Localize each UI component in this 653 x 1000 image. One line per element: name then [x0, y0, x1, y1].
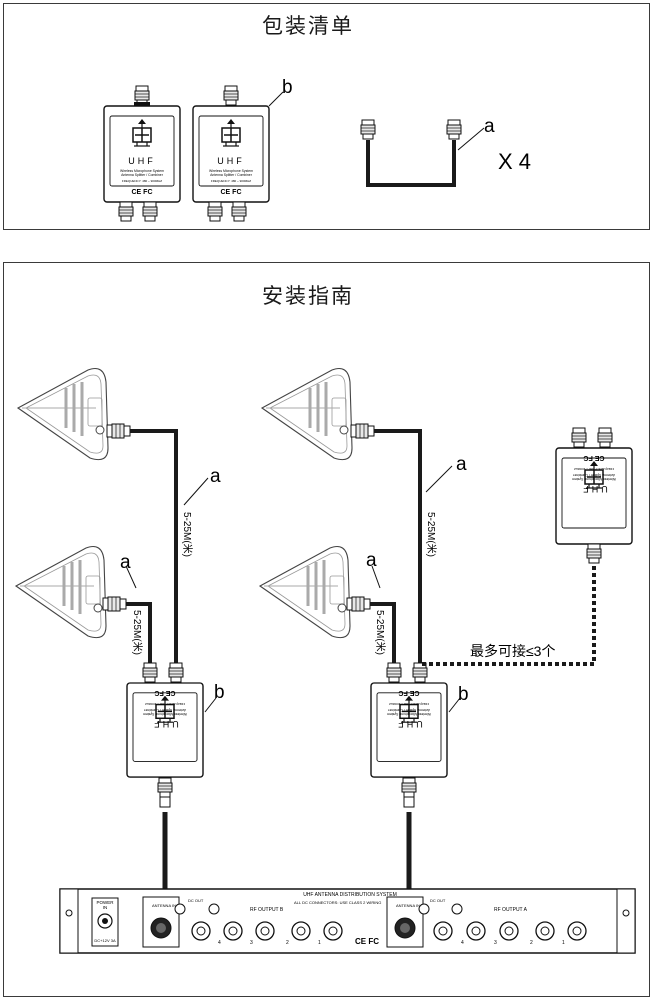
splitter-brand: UHF [217, 156, 245, 166]
port-number: 2 [286, 940, 289, 946]
rack-subtitle: ALL DC CONNECTORS: USE CLASS 2 WIRING [294, 900, 381, 905]
splitter-line3: FREQUENCY: 480 ~ 900MHZ [211, 179, 251, 183]
port-number: 4 [218, 940, 221, 946]
splitter-line1: Wireless Microphone System [387, 712, 431, 716]
splitter-marks: CE FC [399, 689, 420, 696]
install-splitter-left: UHF Wireless Microphone System Antenna S… [126, 662, 204, 808]
splitter-line2: Antenna Splitter / Combiner [572, 473, 615, 477]
splitter-brand: UHF [151, 719, 179, 729]
installation-guide-title: 安装指南 [262, 284, 354, 308]
cascade-cable [422, 566, 596, 666]
splitter-line3: FREQUENCY: 480 ~ 900MHZ [389, 702, 429, 706]
dc-out-label: DC OUT [188, 898, 204, 903]
splitter-line1: Wireless Microphone System [143, 712, 187, 716]
cable-length-label: 5-25M(米) [374, 610, 387, 655]
splitter-line1: Wireless Microphone System [209, 169, 253, 173]
splitter-marks: CE FC [132, 189, 153, 196]
antenna-in-a-label: ANTENNA IN A [396, 903, 424, 908]
dc-rating: DC+12V 3A [94, 938, 116, 943]
label-b: b [282, 77, 293, 98]
quantity-label: X 4 [498, 149, 531, 174]
antenna-left-top [16, 367, 110, 462]
port-number: 1 [318, 940, 321, 946]
rack-marks: CE FC [355, 937, 379, 946]
label-a: a [456, 454, 467, 475]
rf-output-b-ports [191, 921, 343, 941]
cable-length-label: 5-25M(米) [131, 610, 144, 655]
rack-title: UHF ANTENNA DISTRIBUTION SYSTEM [303, 892, 397, 898]
rf-output-b-label: RF OUTPUT B [250, 907, 284, 913]
splitter-brand: UHF [395, 719, 423, 729]
leader-line [125, 565, 137, 589]
cascade-note: 最多可接≤3个 [470, 643, 555, 659]
label-a: a [210, 466, 221, 487]
cable-right-long [374, 429, 422, 664]
leader-line [268, 91, 284, 107]
label-a: a [484, 116, 495, 137]
splitter-line3: FREQUENCY: 480 ~ 900MHZ [122, 179, 162, 183]
port-number: 1 [562, 940, 565, 946]
port-number: 3 [494, 940, 497, 946]
rf-output-a-label: RF OUTPUT A [494, 907, 528, 913]
leader-line [457, 127, 485, 151]
packing-splitter-1: UHF Wireless Microphone System Antenna S… [103, 85, 181, 222]
port-number: 3 [250, 940, 253, 946]
splitter-line3: FREQUENCY: 480 ~ 900MHZ [574, 467, 614, 471]
cable-right-short [370, 602, 396, 664]
antenna-left-bottom [14, 545, 108, 640]
label-b: b [458, 684, 469, 705]
splitter-line2: Antenna Splitter / Combiner [143, 708, 186, 712]
cable-left-short [126, 602, 152, 664]
install-splitter-right: UHF Wireless Microphone System Antenna S… [370, 662, 448, 808]
rf-output-a-ports [433, 921, 587, 941]
splitter-brand: UHF [128, 156, 156, 166]
leader-line [183, 477, 209, 506]
label-a: a [120, 552, 131, 573]
packing-splitter-2: UHF Wireless Microphone System Antenna S… [192, 85, 270, 222]
leader-line [425, 465, 453, 493]
splitter-marks: CE FC [221, 189, 242, 196]
splitter-line2: Antenna Splitter / Combiner [121, 173, 164, 177]
splitter-line2: Antenna Splitter / Combiner [210, 173, 253, 177]
power-label: POWER [96, 900, 114, 905]
port-number: 4 [461, 940, 464, 946]
cable-left-long [130, 429, 178, 664]
splitter-line2: Antenna Splitter / Combiner [387, 708, 430, 712]
label-a: a [366, 550, 377, 571]
cascade-splitter: UHF Wireless Microphone System Antenna S… [555, 427, 633, 564]
antenna-in-b-label: ANTENNA IN B [152, 903, 180, 908]
port-number: 2 [530, 940, 533, 946]
leader-line [448, 697, 461, 713]
label-b: b [214, 682, 225, 703]
splitter-line1: Wireless Microphone System [572, 477, 616, 481]
distribution-rack: UHF ANTENNA DISTRIBUTION SYSTEM ALL DC C… [59, 888, 636, 954]
dc-out-label: DC OUT [430, 898, 446, 903]
splitter-marks: CE FC [584, 454, 605, 461]
packing-cable [360, 119, 462, 187]
cable-length-label: 5-25M(米) [425, 512, 438, 557]
splitter-brand: UHF [580, 484, 608, 494]
leader-line [371, 565, 381, 589]
cable-length-label: 5-25M(米) [181, 512, 194, 557]
splitter-marks: CE FC [155, 689, 176, 696]
power-in-label: IN [103, 905, 108, 910]
leader-line [204, 697, 217, 713]
splitter-line3: FREQUENCY: 480 ~ 900MHZ [145, 702, 185, 706]
packing-list-title: 包装清单 [262, 14, 354, 38]
antenna-right-top [260, 367, 354, 462]
antenna-right-bottom [258, 545, 352, 640]
splitter-line1: Wireless Microphone System [120, 169, 164, 173]
